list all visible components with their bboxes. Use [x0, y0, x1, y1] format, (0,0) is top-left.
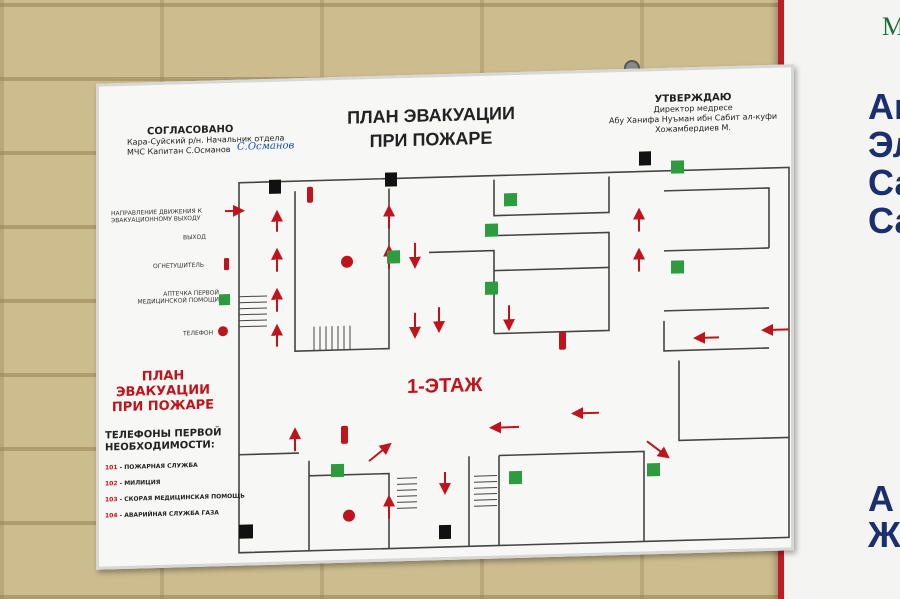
stairs-lower-2	[474, 475, 497, 507]
phone-number: 102	[105, 480, 118, 488]
side-board-text: Са	[868, 162, 900, 203]
side-board-text: А	[868, 478, 894, 519]
floor-plan-drawing	[218, 151, 790, 554]
first-aid-icon	[219, 160, 684, 485]
legend-item-phone: Телефон	[183, 329, 214, 338]
evacuation-plan-sign: ПЛАН ЭВАКУАЦИИ ПРИ ПОЖАРЕ СОГЛАСОВАНО Ка…	[96, 64, 794, 570]
floor-label: 1-ЭТАЖ	[407, 373, 483, 399]
side-board-text: Ж	[868, 514, 900, 555]
phone-number: 104	[105, 512, 118, 520]
exit-icon	[239, 151, 651, 540]
legend-item-first-aid: Аптечка первой медицинской помощи	[137, 289, 219, 306]
side-board-text: Эл	[868, 124, 900, 165]
left-title-line: ПЛАН ЭВАКУАЦИИ	[115, 368, 211, 401]
phone-icon	[218, 255, 355, 522]
side-board-text: Ак	[868, 86, 900, 127]
side-info-board: М Ак Эл Са Са А Ж	[778, 0, 900, 599]
plan-title: ПЛАН ЭВАКУАЦИИ ПРИ ПОЖАРЕ	[311, 100, 551, 155]
phone-service: МИЛИЦИЯ	[124, 478, 161, 487]
phone-number: 101	[105, 464, 118, 472]
side-board-text: Са	[868, 200, 900, 241]
stairs-lower-1	[397, 477, 417, 509]
extinguisher-icon	[224, 186, 566, 444]
stairs-upper	[313, 325, 351, 351]
stairs-left	[239, 295, 267, 328]
left-plan-title: ПЛАН ЭВАКУАЦИИ ПРИ ПОЖАРЕ	[103, 367, 223, 415]
legend-item-exit: Выход	[183, 233, 206, 242]
signature: С.Османов	[237, 140, 295, 153]
side-board-top-letter: М	[882, 12, 900, 41]
emergency-phones-title: ТЕЛЕФОНЫ ПЕРВОЙ НЕОБХОДИМОСТИ:	[105, 427, 221, 454]
evacuation-arrows	[225, 204, 789, 519]
building-outline	[238, 166, 790, 554]
legend-item-extinguisher: Огнетушитель	[153, 261, 204, 271]
phone-number: 103	[105, 496, 118, 504]
confirmed-block: УТВЕРЖДАЮ Директор медресе Абу Ханифа Ну…	[609, 92, 777, 137]
